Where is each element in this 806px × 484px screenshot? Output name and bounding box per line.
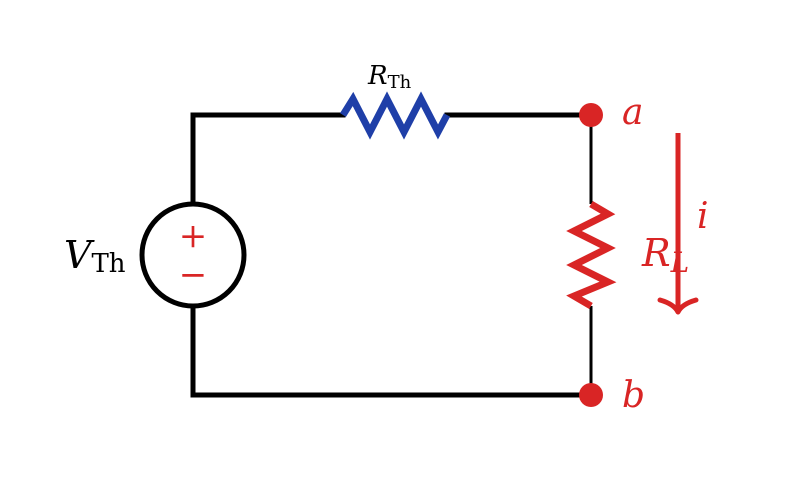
current-label: i [697, 196, 709, 237]
load-resistor-label: RL [641, 231, 689, 279]
voltage-source [139, 201, 247, 309]
load-resistor-symbol: R [641, 231, 671, 275]
terminal-a-dot [579, 103, 603, 127]
source-plus-sign: + [179, 216, 208, 256]
source-minus-sign: − [179, 255, 208, 295]
source-label-subscript: Th [91, 249, 125, 279]
thevenin-resistor [340, 91, 451, 140]
current-arrow-head [657, 297, 699, 315]
thevenin-resistor-symbol: R [367, 61, 388, 91]
thevenin-resistor-label: RTh [367, 61, 412, 93]
wires [190, 112, 594, 398]
terminal-b-dot [579, 383, 603, 407]
terminal-a-label: a [622, 92, 643, 133]
source-label-symbol: V [64, 233, 95, 277]
source-label: VTh [64, 233, 126, 279]
terminal-b-label: b [622, 375, 645, 416]
load-resistor [566, 200, 617, 310]
thevenin-resistor-subscript: Th [388, 72, 412, 93]
